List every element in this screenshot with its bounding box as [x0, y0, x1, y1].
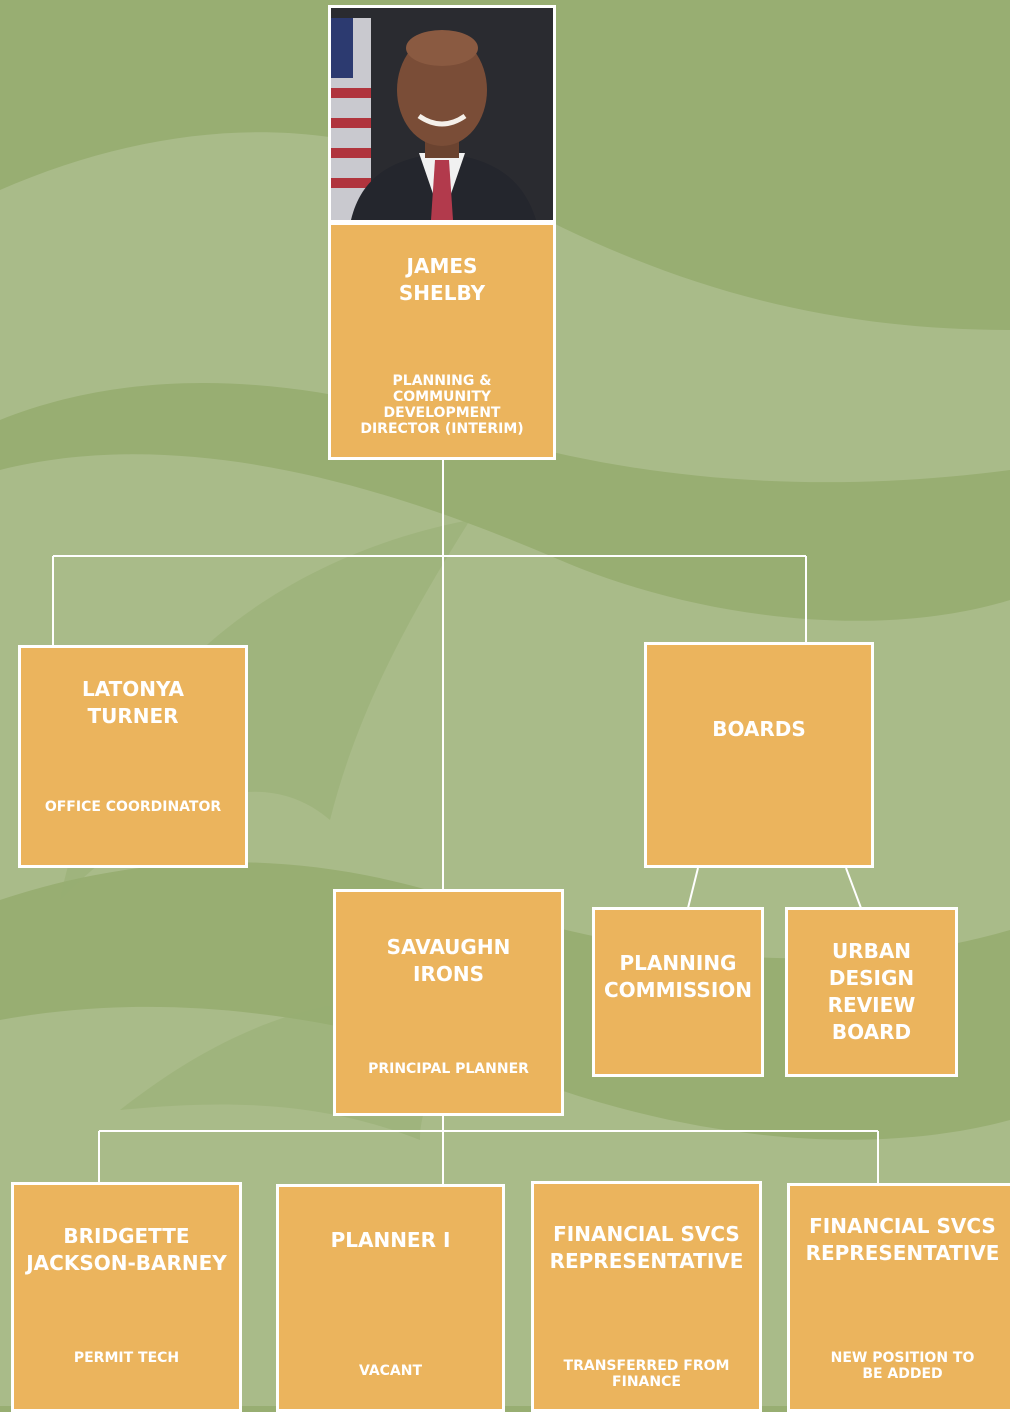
office-coordinator-title: OFFICE COORDINATOR: [44, 799, 222, 815]
boards-label: BOARDS: [712, 717, 806, 741]
principal-planner-name: SAVAUGHN IRONS: [386, 935, 511, 986]
principal-planner-title: PRINCIPAL PLANNER: [368, 1061, 529, 1077]
staff-box-financial-transferred: FINANCIAL SVCS REPRESENTATIVE TRANSFERRE…: [531, 1181, 762, 1412]
planning-commission-label: PLANNING COMMISSION: [603, 951, 753, 1002]
principal-planner-box: SAVAUGHN IRONS PRINCIPAL PLANNER: [333, 889, 564, 1116]
staff-name: FINANCIAL SVCS REPRESENTATIVE: [805, 1214, 1000, 1265]
office-coordinator-box: LATONYA TURNER OFFICE COORDINATOR: [18, 645, 248, 868]
office-coordinator-name: LATONYA TURNER: [81, 677, 185, 728]
staff-title: NEW POSITION TO BE ADDED: [830, 1350, 975, 1382]
staff-box-financial-new: FINANCIAL SVCS REPRESENTATIVE NEW POSITI…: [787, 1183, 1010, 1412]
staff-name: PLANNER I: [330, 1228, 451, 1252]
staff-name: BRIDGETTE JACKSON-BARNEY: [26, 1224, 227, 1275]
staff-title: TRANSFERRED FROM FINANCE: [563, 1358, 730, 1390]
staff-box-permit-tech: BRIDGETTE JACKSON-BARNEY PERMIT TECH: [11, 1182, 242, 1412]
connector-lines: [52, 459, 879, 1185]
staff-title: PERMIT TECH: [73, 1350, 180, 1366]
director-title: PLANNING & COMMUNITY DEVELOPMENT DIRECTO…: [360, 373, 524, 437]
staff-name: FINANCIAL SVCS REPRESENTATIVE: [549, 1222, 744, 1273]
portrait-photo-icon: [331, 8, 553, 220]
urban-design-review-board-box: URBAN DESIGN REVIEW BOARD: [785, 907, 958, 1077]
staff-box-planner-i: PLANNER I VACANT: [276, 1184, 505, 1412]
director-name: JAMES SHELBY: [398, 254, 486, 305]
boards-to-planning-commission-line: [687, 867, 699, 909]
boards-to-urban-design-line: [845, 867, 862, 909]
director-photo: [328, 5, 556, 223]
planning-commission-box: PLANNING COMMISSION: [592, 907, 764, 1077]
urban-design-review-board-label: URBAN DESIGN REVIEW BOARD: [827, 939, 916, 1044]
director-box: JAMES SHELBY PLANNING & COMMUNITY DEVELO…: [328, 222, 556, 460]
staff-title: VACANT: [358, 1363, 423, 1379]
boards-box: BOARDS: [644, 642, 874, 868]
